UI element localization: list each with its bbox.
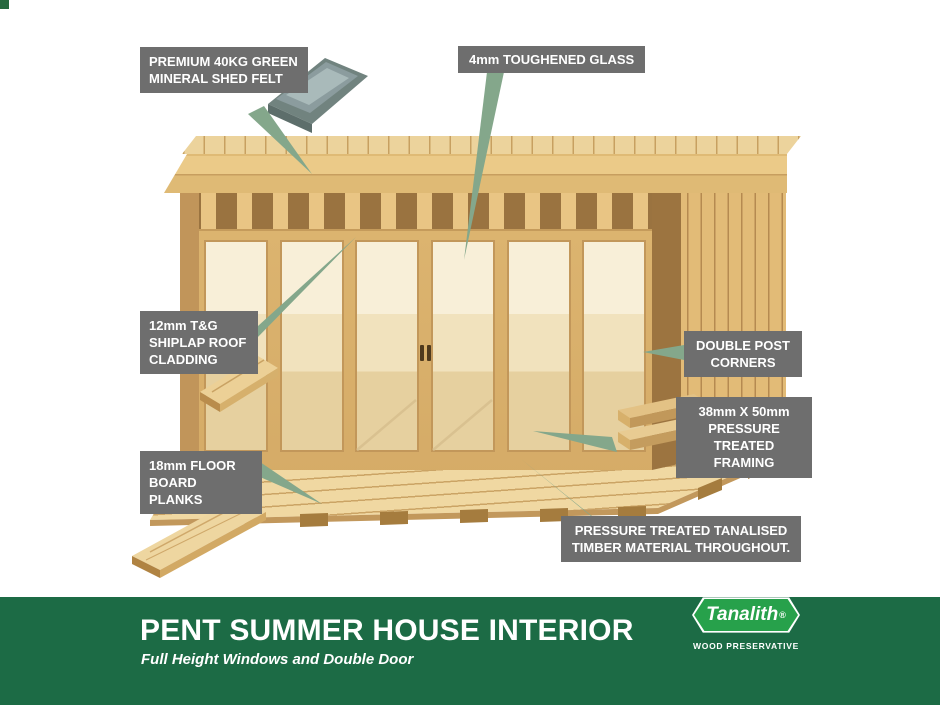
tanalith-logo-text: Tanalith — [706, 604, 779, 625]
tanalith-logo-face: Tanalith® — [694, 599, 798, 631]
tanalith-logo-shield: Tanalith® — [692, 597, 800, 633]
window-pane-4 — [582, 240, 646, 452]
door-handle-right — [427, 345, 431, 361]
callout-shed-felt: PREMIUM 40KG GREEN MINERAL SHED FELT — [140, 47, 308, 94]
corner-mark — [0, 0, 9, 9]
logo-subtitle: WOOD PRESERVATIVE — [693, 641, 799, 651]
ceiling-rafters — [180, 193, 652, 233]
banner-subtitle: Full Height Windows and Double Door — [141, 651, 414, 668]
banner: PENT SUMMER HOUSE INTERIOR Full Height W… — [0, 597, 940, 705]
callout-toughened-glass: 4mm TOUGHENED GLASS — [458, 46, 646, 74]
door-pane-left — [355, 240, 419, 452]
door-handle-left — [420, 345, 424, 361]
callout-tanalised-timber: PRESSURE TREATED TANALISED TIMBER MATERI… — [561, 516, 801, 563]
door-pane-right — [431, 240, 495, 452]
callout-double-post-corners: DOUBLE POST CORNERS — [684, 331, 802, 378]
window-pane-2 — [280, 240, 344, 452]
tanalith-logo: Tanalith® WOOD PRESERVATIVE — [690, 594, 802, 651]
banner-title: PENT SUMMER HOUSE INTERIOR — [140, 614, 634, 647]
registered-mark: ® — [779, 610, 786, 620]
callout-pressure-treated-framing: 38mm X 50mm PRESSURE TREATED FRAMING — [676, 397, 812, 478]
window-pane-3 — [507, 240, 571, 452]
callout-floor-board-planks: 18mm FLOOR BOARD PLANKS — [140, 451, 262, 515]
callout-roof-cladding: 12mm T&G SHIPLAP ROOF CLADDING — [140, 311, 258, 375]
